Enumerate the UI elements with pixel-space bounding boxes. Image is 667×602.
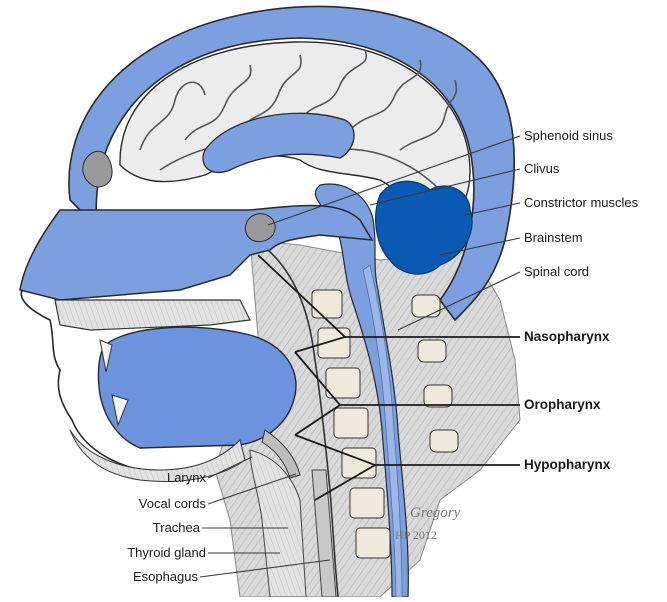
artist-signature: Gregory [410,505,460,522]
label-larynx: Larynx [140,470,206,485]
label-nasopharynx: Nasopharynx [524,329,610,344]
label-esophagus: Esophagus [110,569,198,584]
label-constrictor-muscles: Constrictor muscles [524,195,638,210]
label-clivus: Clivus [524,161,559,176]
label-spinal-cord: Spinal cord [524,264,589,279]
oral-cavity [98,327,296,448]
label-hypopharynx: Hypopharynx [524,457,610,472]
label-sphenoid-sinus: Sphenoid sinus [524,128,613,143]
sphenoid-sinus [245,214,275,242]
label-trachea: Trachea [120,520,200,535]
frontal-sinus [83,151,112,187]
label-oropharynx: Oropharynx [524,397,601,412]
copyright-mark: HP 2012 [395,528,437,543]
label-brainstem: Brainstem [524,230,583,245]
label-vocal-cords: Vocal cords [100,496,206,511]
label-thyroid-gland: Thyroid gland [90,545,206,560]
hard-palate [55,300,250,330]
